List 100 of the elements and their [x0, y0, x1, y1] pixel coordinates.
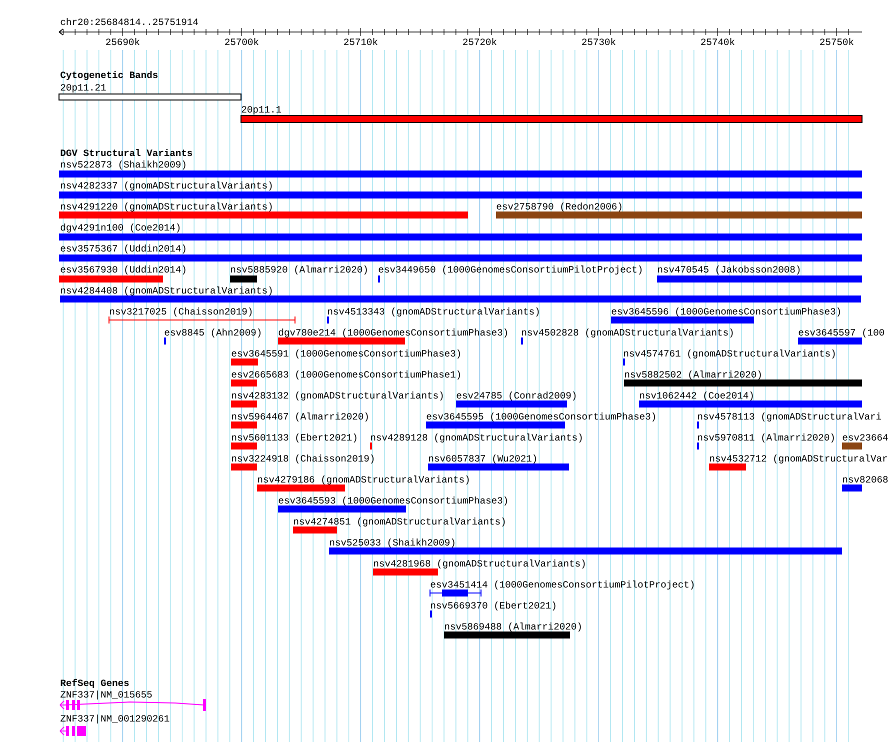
node-label: nsv525033 (Shaikh2009) [330, 538, 454, 548]
variant-feature: nsv4532712 (gnomADStructuralVar [709, 454, 887, 470]
variant-feature: nsv4502828 (gnomADStructuralVariants) [521, 328, 733, 344]
variant-feature: esv3645597 (100 [798, 328, 884, 344]
gene-model: ZNF337|NM_015655 [60, 690, 206, 711]
tick-label: 25710k [344, 38, 378, 46]
node-label: nsv4274851 (gnomADStructuralVariants) [294, 518, 505, 526]
locus-label: chr20:25684814..25751914 [60, 18, 198, 26]
node-label: esv3645595 (1000GenomesConsortiumPhase3) [426, 412, 655, 422]
node-label: nsv5882502 (Almarri2020) [625, 370, 761, 380]
variant-feature: nsv3217025 (Chaisson2019) [108, 308, 296, 324]
variant-feature: esv2758790 (Redon2006) [496, 202, 862, 218]
node-label: nsv5869488 (Almarri2020) [445, 622, 581, 632]
variant-feature: esv3645596 (1000GenomesConsortiumPhase3) [611, 308, 840, 324]
node-label: esv3645596 (1000GenomesConsortiumPhase3) [612, 308, 840, 316]
variant-feature: nsv4578113 (gnomADStructuralVari [697, 412, 882, 428]
variant-feature: nsv4279186 (gnomADStructuralVariants) [257, 476, 469, 492]
node-label: 20p11.1 [242, 106, 282, 114]
node-label: nsv4291220 (gnomADStructuralVariants) [61, 202, 272, 212]
tick-label: 25690k [106, 38, 140, 46]
node-label: dgv780e214 (1000GenomesConsortiumPhase3) [278, 328, 507, 338]
node-label: nsv5601133 (Ebert2021) [232, 434, 356, 442]
node-label: nsv5885920 (Almarri2020) [231, 266, 367, 274]
variant-feature: nsv5882502 (Almarri2020) [624, 370, 862, 386]
tick-label: 25720k [463, 38, 496, 46]
node-label: esv3645597 (100 [798, 328, 884, 338]
node-label: esv2758790 (Redon2006) [496, 202, 622, 212]
node-label: esv3645591 (1000GenomesConsortiumPhase3) [232, 350, 460, 358]
node-label: nsv5970811 (Almarri2020) [698, 434, 834, 442]
variant-feature: esv3645591 (1000GenomesConsortiumPhase3) [231, 350, 460, 366]
variant-feature: esv3451414 (1000GenomesConsortiumPilotProject) [430, 580, 694, 597]
band-bar: 20p11.21 [58, 84, 242, 100]
variant-feature: nsv4289128 (gnomADStructuralVariants) [370, 434, 582, 450]
variant-feature: nsv4282337 (gnomADStructuralVariants) [59, 182, 862, 198]
node-label: nsv4283132 (gnomADStructuralVariants) [232, 392, 443, 400]
variant-feature: dgv4291n100 (Coe2014) [59, 224, 862, 240]
node-label: nsv4574761 (gnomADStructuralVariants) [624, 350, 835, 358]
node-label: dgv4291n100 (Coe2014) [60, 224, 180, 232]
variant-feature: esv23664 [842, 434, 888, 450]
node-label: esv24785 (Conrad2009) [456, 392, 576, 400]
node-label: ZNF337|NM_015655 [60, 690, 152, 700]
variant-feature: nsv4281968 (gnomADStructuralVariants) [373, 560, 585, 576]
variant-feature: esv2665683 (1000GenomesConsortiumPhase1) [231, 370, 460, 386]
variant-feature: nsv4513343 (gnomADStructuralVariants) [327, 308, 539, 324]
variant-feature: esv8845 (Ahn2009) [164, 328, 260, 344]
node-label: esv8845 (Ahn2009) [164, 328, 261, 338]
node-label: esv3645593 (1000GenomesConsortiumPhase3) [278, 496, 507, 506]
node-label: nsv5669370 (Ebert2021) [431, 602, 556, 610]
node-label: nsv4281968 (gnomADStructuralVariants) [374, 560, 585, 568]
node-label: ZNF337|NM_001290261 [60, 714, 170, 724]
variant-feature: nsv4274851 (gnomADStructuralVariants) [293, 518, 505, 534]
variant-feature: nsv82068 [842, 476, 888, 492]
node-label: esv23664 [842, 434, 888, 441]
variant-feature: esv3567930 (Uddin2014) [59, 266, 186, 282]
node-label: 20p11.21 [60, 84, 106, 92]
node-label: nsv4532712 (gnomADStructuralVar [710, 454, 887, 464]
track-heading: Cytogenetic Bands [60, 71, 158, 80]
node-label: nsv4279186 (gnomADStructuralVariants) [258, 476, 469, 484]
variant-feature: nsv5869488 (Almarri2020) [444, 622, 581, 638]
variant-feature: nsv5885920 (Almarri2020) [230, 266, 367, 282]
variant-feature: nsv5964467 (Almarri2020) [231, 412, 368, 428]
variant-feature: nsv522873 (Shaikh2009) [59, 160, 862, 178]
node-label: nsv4282337 (gnomADStructuralVariants) [61, 182, 272, 190]
tick-label: 25700k [225, 38, 258, 46]
variant-feature: nsv5970811 (Almarri2020) [697, 434, 834, 450]
track-heading: DGV Structural Variants [60, 149, 192, 156]
node-label: esv3567930 (Uddin2014) [60, 266, 186, 274]
node-label: nsv4513343 (gnomADStructuralVariants) [328, 308, 539, 316]
tick-label: 25750k [820, 38, 854, 46]
node-label: nsv4502828 (gnomADStructuralVariants) [522, 328, 733, 338]
track-heading: RefSeq Genes [60, 678, 129, 688]
node-label: nsv4289128 (gnomADStructuralVariants) [371, 434, 582, 442]
variant-feature: nsv5669370 (Ebert2021) [430, 602, 556, 618]
node-label: nsv470545 (Jakobsson2008) [658, 266, 800, 274]
node-label: nsv3224918 (Chaisson2019) [232, 454, 374, 464]
node-label: nsv1062442 (Coe2014) [640, 392, 753, 400]
node-label: esv3575367 (Uddin2014) [60, 244, 186, 254]
node-label: nsv6057837 (Wu2021) [429, 454, 536, 464]
variant-feature: nsv1062442 (Coe2014) [639, 392, 862, 408]
gene-model: ZNF337|NM_001290261 [60, 714, 170, 736]
variant-feature: nsv470545 (Jakobsson2008) [657, 266, 862, 282]
variant-feature: esv3575367 (Uddin2014) [59, 244, 862, 262]
variant-feature: nsv4291220 (gnomADStructuralVariants) [59, 202, 468, 218]
tick-label: 25730k [582, 38, 616, 46]
node-label: nsv4578113 (gnomADStructuralVari [698, 412, 882, 422]
node-label: nsv82068 [843, 476, 888, 483]
variant-feature: esv3645593 (1000GenomesConsortiumPhase3) [278, 496, 507, 512]
variant-feature: nsv4283132 (gnomADStructuralVariants) [231, 392, 443, 408]
node-label: nsv5964467 (Almarri2020) [232, 412, 368, 422]
variant-feature: nsv6057837 (Wu2021) [428, 454, 569, 470]
node-label: esv2665683 (1000GenomesConsortiumPhase1) [232, 370, 460, 380]
node-label: nsv522873 (Shaikh2009) [61, 160, 186, 170]
variant-feature: nsv4284408 (gnomADStructuralVariants) [60, 286, 861, 302]
node-label: esv3449650 (1000GenomesConsortiumPilotProject) [378, 266, 642, 274]
node-label: esv3451414 (1000GenomesConsortiumPilotProject) [430, 580, 694, 590]
variant-feature: nsv5601133 (Ebert2021) [231, 434, 356, 450]
tick-label: 25740k [701, 38, 734, 46]
variant-feature: dgv780e214 (1000GenomesConsortiumPhase3) [278, 328, 507, 344]
variant-feature: nsv4574761 (gnomADStructuralVariants) [623, 350, 835, 366]
variant-feature: nsv3224918 (Chaisson2019) [231, 454, 374, 470]
